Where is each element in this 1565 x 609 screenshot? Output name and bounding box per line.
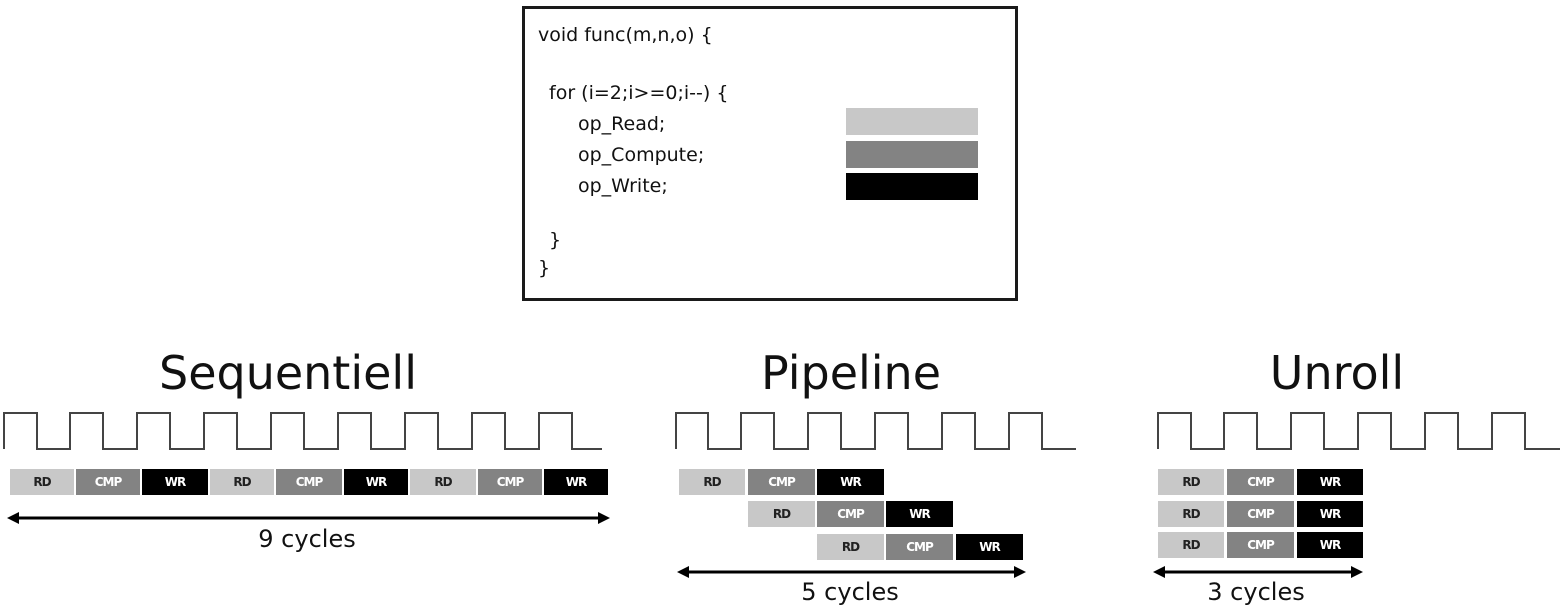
unroll-stage-rd: RD xyxy=(1158,469,1224,495)
unroll-title: Unroll xyxy=(1269,346,1405,400)
sequentiell-title: Sequentiell xyxy=(159,346,417,400)
unroll-stage-rd: RD xyxy=(1158,532,1224,558)
compute-color-swatch xyxy=(846,141,978,168)
code-line-op-compute: op_Compute; xyxy=(578,144,705,166)
unroll-cycles-label: 3 cycles xyxy=(1207,578,1305,606)
pipe-stage-cmp: CMP xyxy=(748,469,815,495)
pipeline-title: Pipeline xyxy=(760,346,942,400)
seq-stage-cmp: CMP xyxy=(276,469,342,495)
code-line-for-loop: for (i=2;i>=0;i--) { xyxy=(549,82,729,104)
unroll-clock-signal xyxy=(1157,412,1560,450)
unroll-duration-arrow xyxy=(1153,566,1363,578)
seq-stage-cmp: CMP xyxy=(478,469,542,495)
unroll-stage-rd: RD xyxy=(1158,501,1224,527)
pipeline-duration-arrow xyxy=(677,566,1026,578)
unroll-stage-cmp: CMP xyxy=(1227,501,1294,527)
pipe-stage-wr: WR xyxy=(886,501,953,527)
seq-stage-wr: WR xyxy=(544,469,608,495)
code-line-func-close: } xyxy=(538,257,551,279)
unroll-stage-wr: WR xyxy=(1297,532,1363,558)
pipe-stage-rd: RD xyxy=(748,501,815,527)
seq-stage-rd: RD xyxy=(410,469,476,495)
seq-stage-rd: RD xyxy=(210,469,274,495)
code-line-loop-close: } xyxy=(549,229,562,251)
pipeline-clock-signal xyxy=(675,412,1076,450)
unroll-stage-wr: WR xyxy=(1297,501,1363,527)
seq-stage-rd: RD xyxy=(10,469,74,495)
unroll-stage-cmp: CMP xyxy=(1227,532,1294,558)
write-color-swatch xyxy=(846,173,978,200)
pipe-stage-wr: WR xyxy=(956,534,1023,560)
unroll-stage-cmp: CMP xyxy=(1227,469,1294,495)
code-line-op-read: op_Read; xyxy=(578,113,666,135)
code-line-op-write: op_Write; xyxy=(578,175,668,197)
code-line-func-signature: void func(m,n,o) { xyxy=(538,24,713,46)
unroll-stage-wr: WR xyxy=(1297,469,1363,495)
seq-stage-wr: WR xyxy=(344,469,408,495)
pipe-stage-rd: RD xyxy=(817,534,884,560)
read-color-swatch xyxy=(846,108,978,135)
pipe-stage-cmp: CMP xyxy=(886,534,953,560)
sequentiell-cycles-label: 9 cycles xyxy=(258,525,356,553)
pipe-stage-wr: WR xyxy=(817,469,884,495)
sequentiell-duration-arrow xyxy=(7,512,610,524)
code-box: void func(m,n,o) { for (i=2;i>=0;i--) { … xyxy=(522,6,1018,301)
pipeline-cycles-label: 5 cycles xyxy=(801,578,899,606)
pipe-stage-rd: RD xyxy=(679,469,745,495)
sequentiell-clock-signal xyxy=(3,412,602,450)
seq-stage-cmp: CMP xyxy=(76,469,140,495)
pipe-stage-cmp: CMP xyxy=(817,501,884,527)
seq-stage-wr: WR xyxy=(142,469,208,495)
